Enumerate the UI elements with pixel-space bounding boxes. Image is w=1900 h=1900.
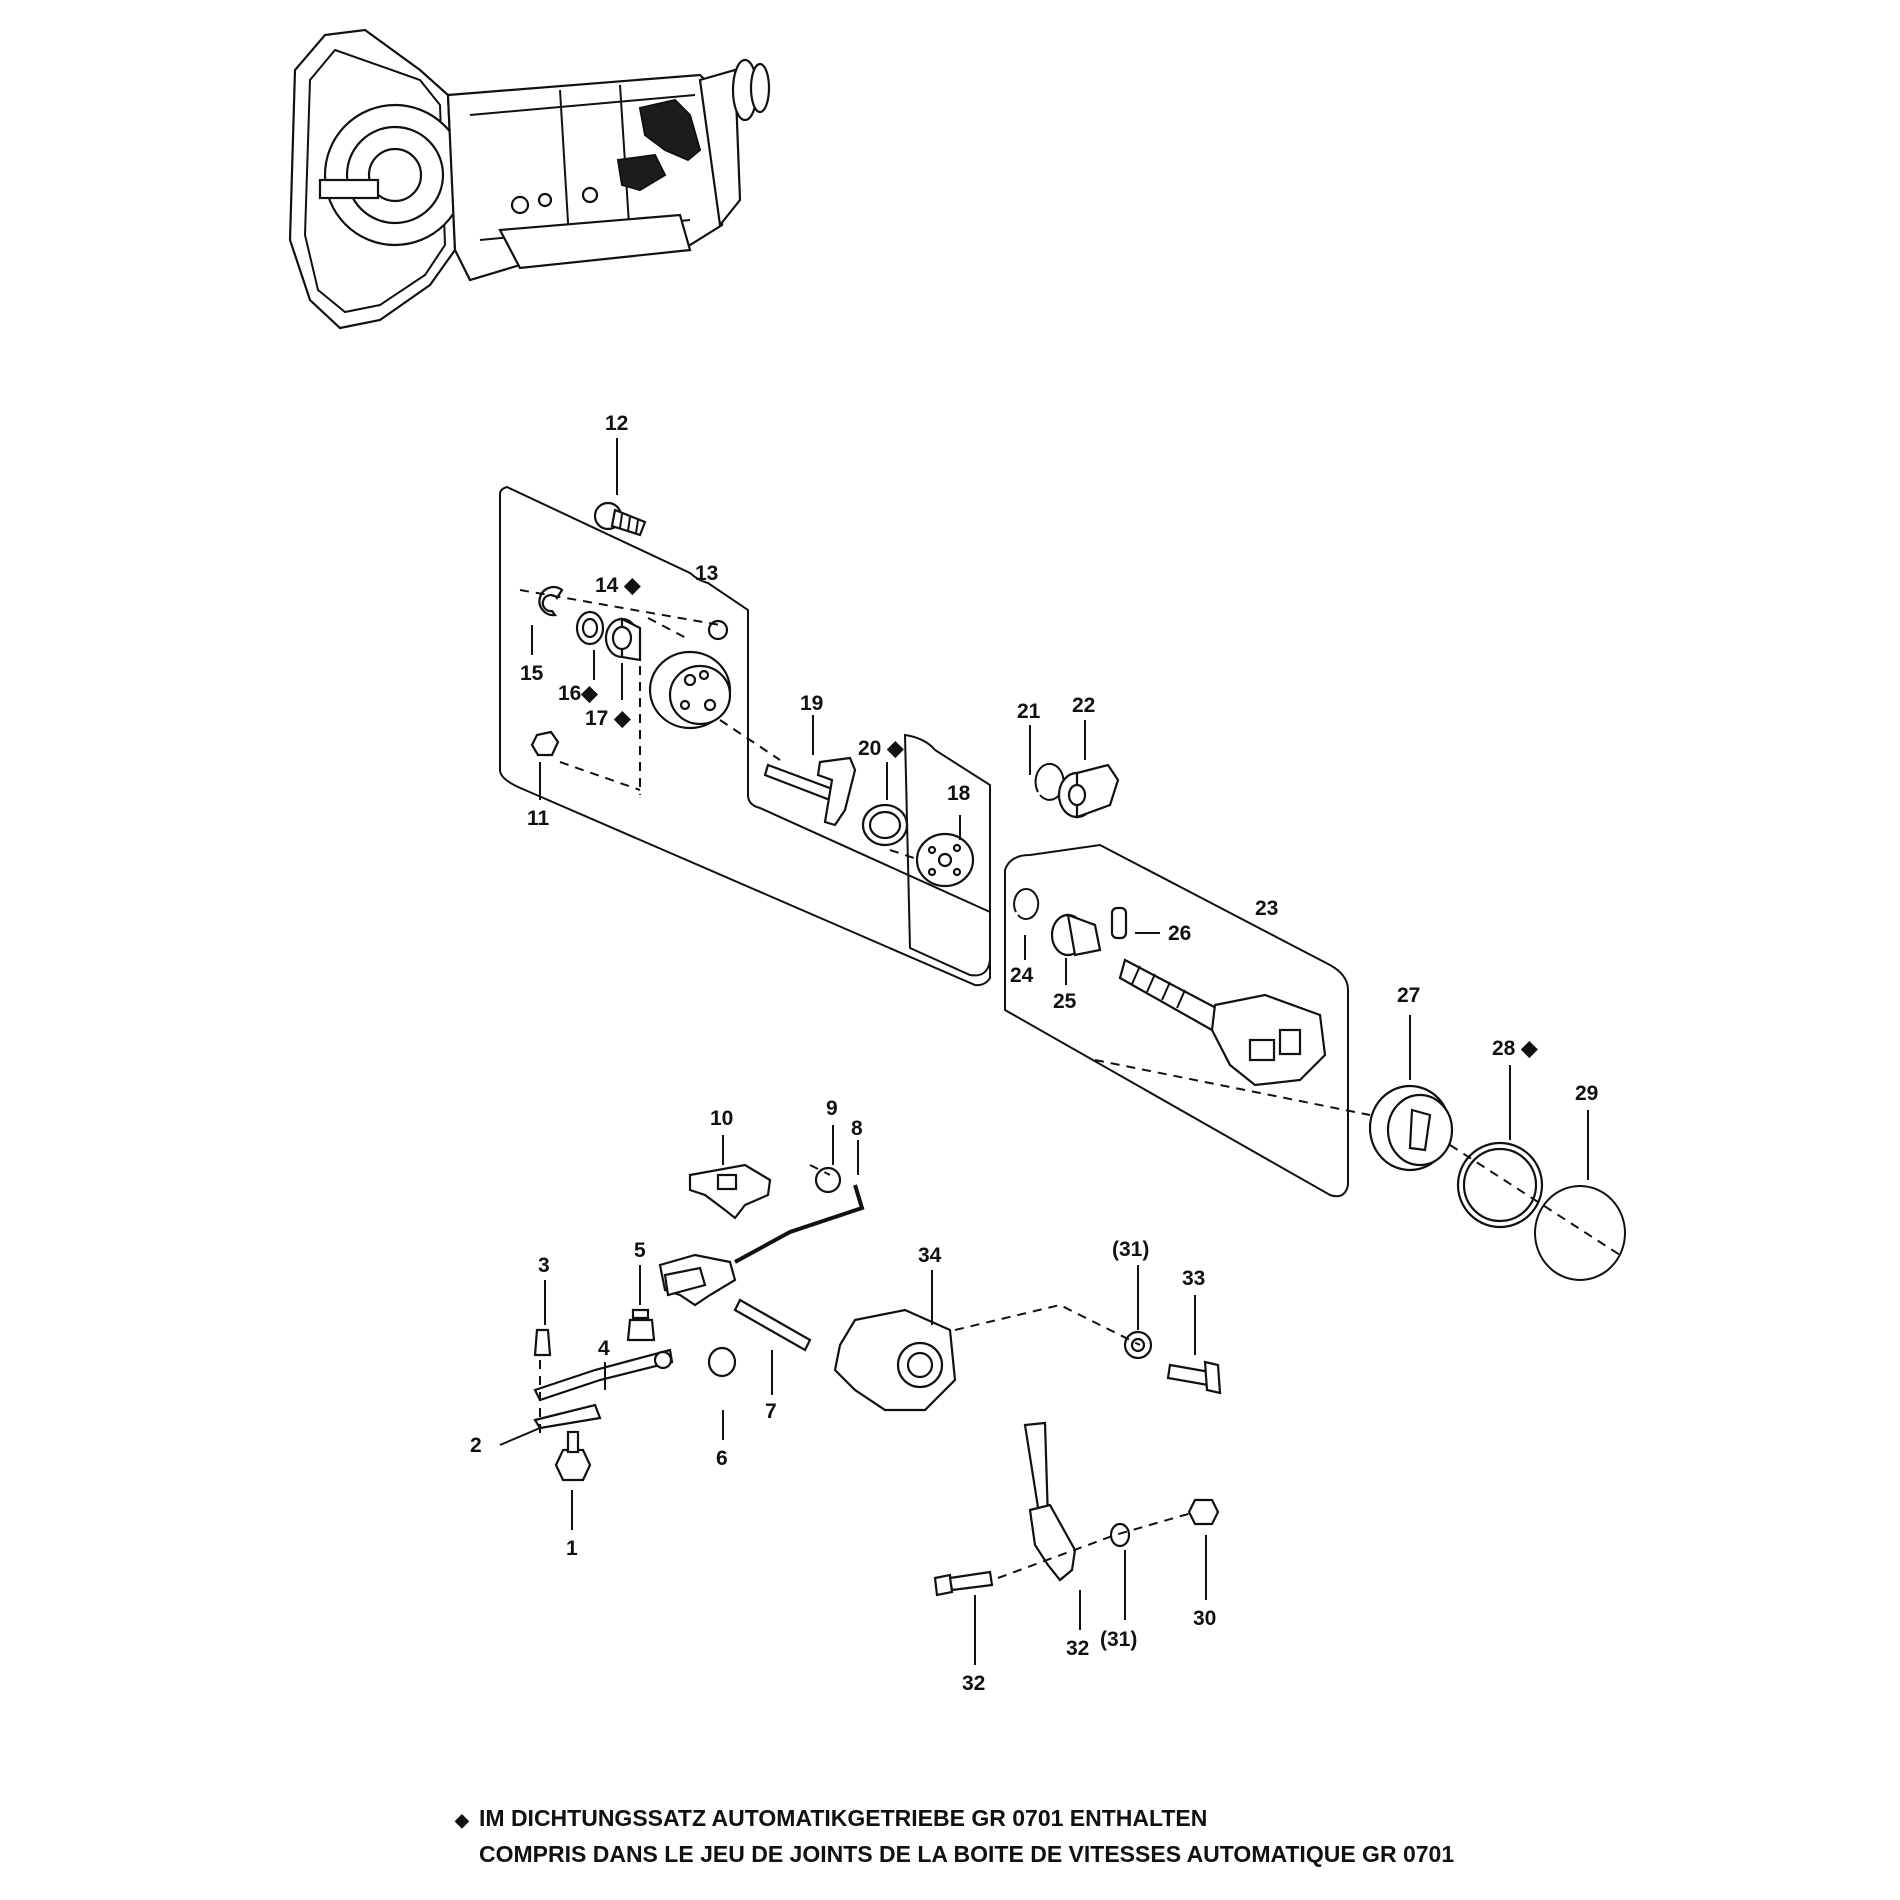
callout-15: 15 — [520, 662, 544, 685]
part-35-lever-assembly-upper — [658, 1253, 737, 1307]
callout-27: 27 — [1397, 984, 1420, 1007]
callout-9: 9 — [826, 1097, 838, 1120]
callout-6: 6 — [716, 1447, 728, 1470]
callout-34: 33 — [1182, 1267, 1205, 1290]
housing-13 — [648, 650, 732, 730]
callout-19: 19 — [800, 692, 823, 715]
callout-22: 22 — [1072, 694, 1095, 717]
callout-4: 4 — [598, 1337, 610, 1360]
part-25-gear — [1050, 913, 1102, 957]
footnote-line-1: ◆ IM DICHTUNGSSATZ AUTOMATIKGETRIEBE GR 0… — [455, 1801, 1855, 1837]
footnote-text-fr: COMPRIS DANS LE JEU DE JOINTS DE LA BOIT… — [479, 1841, 1455, 1867]
callout-25: 25 — [1053, 990, 1077, 1013]
callout-2: 2 — [470, 1434, 482, 1457]
footnote-text-de: IM DICHTUNGSSATZ AUTOMATIKGETRIEBE GR 07… — [479, 1805, 1208, 1831]
part-18-plate — [915, 832, 975, 888]
part-11-nut — [530, 730, 560, 757]
transmission-overview-illustration — [288, 28, 771, 330]
part-6-grommet — [707, 1346, 737, 1378]
part-23-governor-shaft — [1118, 958, 1327, 1087]
part-9-grommet — [814, 1166, 842, 1194]
callout-29: 29 — [1575, 1082, 1598, 1105]
part-1-nut — [554, 1430, 592, 1482]
panel-group-13 — [499, 485, 991, 987]
footnote: ◆ IM DICHTUNGSSATZ AUTOMATIKGETRIEBE GR 0… — [455, 1801, 1855, 1871]
part-24-snap-ring — [1013, 887, 1040, 920]
part-29-ring — [1534, 1185, 1626, 1281]
part-8-rod — [734, 1184, 865, 1264]
part-21-snap-ring — [1034, 762, 1065, 801]
callout-20: 20 ◆ — [858, 737, 904, 760]
callout-10: 10 — [710, 1107, 733, 1130]
part-2-lever — [533, 1403, 602, 1430]
part-22-gear — [1057, 763, 1120, 819]
callout-24: 24 — [1010, 964, 1034, 987]
part-15-snap-ring — [538, 585, 564, 617]
callout-35: 34 — [918, 1244, 942, 1267]
part-3-pin — [533, 1328, 552, 1357]
callout-16: 16◆ — [558, 682, 598, 705]
callout-14: 14 ◆ — [595, 574, 641, 597]
part-19-lever-shaft — [763, 756, 857, 827]
part-35-selector-housing — [833, 1308, 957, 1412]
part-20-seal-ring — [861, 803, 909, 847]
callout-33: 32 — [1066, 1637, 1089, 1660]
leader-lines — [499, 438, 1589, 1665]
callout-3: 3 — [538, 1254, 550, 1277]
callout-28: 28 ◆ — [1492, 1037, 1538, 1060]
alignment-lines — [519, 589, 1621, 1579]
callout-5: 5 — [634, 1239, 646, 1262]
callout-31a: (31) — [1112, 1238, 1149, 1261]
part-32-bolt — [933, 1570, 994, 1597]
part-28-o-ring — [1456, 1141, 1544, 1229]
callout-23: 23 — [1255, 897, 1278, 920]
callout-17: 17 ◆ — [585, 707, 631, 730]
part-7-rod — [733, 1298, 812, 1352]
part-33-lever — [1023, 1421, 1077, 1582]
part-16-seal — [575, 610, 605, 646]
callout-31b: (31) — [1100, 1628, 1137, 1651]
part-27-cover — [1368, 1084, 1454, 1172]
part-14-o-ring — [707, 619, 729, 641]
part-31-washer-lower — [1109, 1522, 1131, 1548]
part-30-nut — [1187, 1498, 1220, 1526]
callout-1: 1 — [566, 1537, 578, 1560]
part-12-bolt — [593, 501, 647, 537]
callout-7: 7 — [765, 1400, 777, 1423]
footnote-line-2: COMPRIS DANS LE JEU DE JOINTS DE LA BOIT… — [455, 1837, 1855, 1871]
callout-11: 11 — [527, 807, 550, 830]
part-10-bracket — [688, 1163, 772, 1220]
callout-labels: 12 13 14 ◆ 15 16◆ 17 ◆ 11 19 20 ◆ 18 21 … — [470, 412, 1598, 1660]
callout-13: 13 — [695, 562, 718, 585]
part-5-bolt — [626, 1308, 656, 1342]
panel-group-23 — [1004, 843, 1349, 1198]
panel-group-18 — [903, 733, 991, 977]
callout-21: 21 — [1017, 700, 1041, 723]
callout-26: 26 — [1168, 922, 1191, 945]
callout-12: 12 — [605, 412, 628, 435]
diamond-marker-icon: ◆ — [455, 1810, 469, 1830]
part-26-pin — [1110, 906, 1128, 940]
callout-30: 30 — [1193, 1607, 1216, 1630]
callout-18: 18 — [947, 782, 971, 805]
callout-8: 8 — [851, 1117, 863, 1140]
part-34-bolt — [1166, 1360, 1222, 1395]
part-17-bushing — [604, 617, 642, 662]
